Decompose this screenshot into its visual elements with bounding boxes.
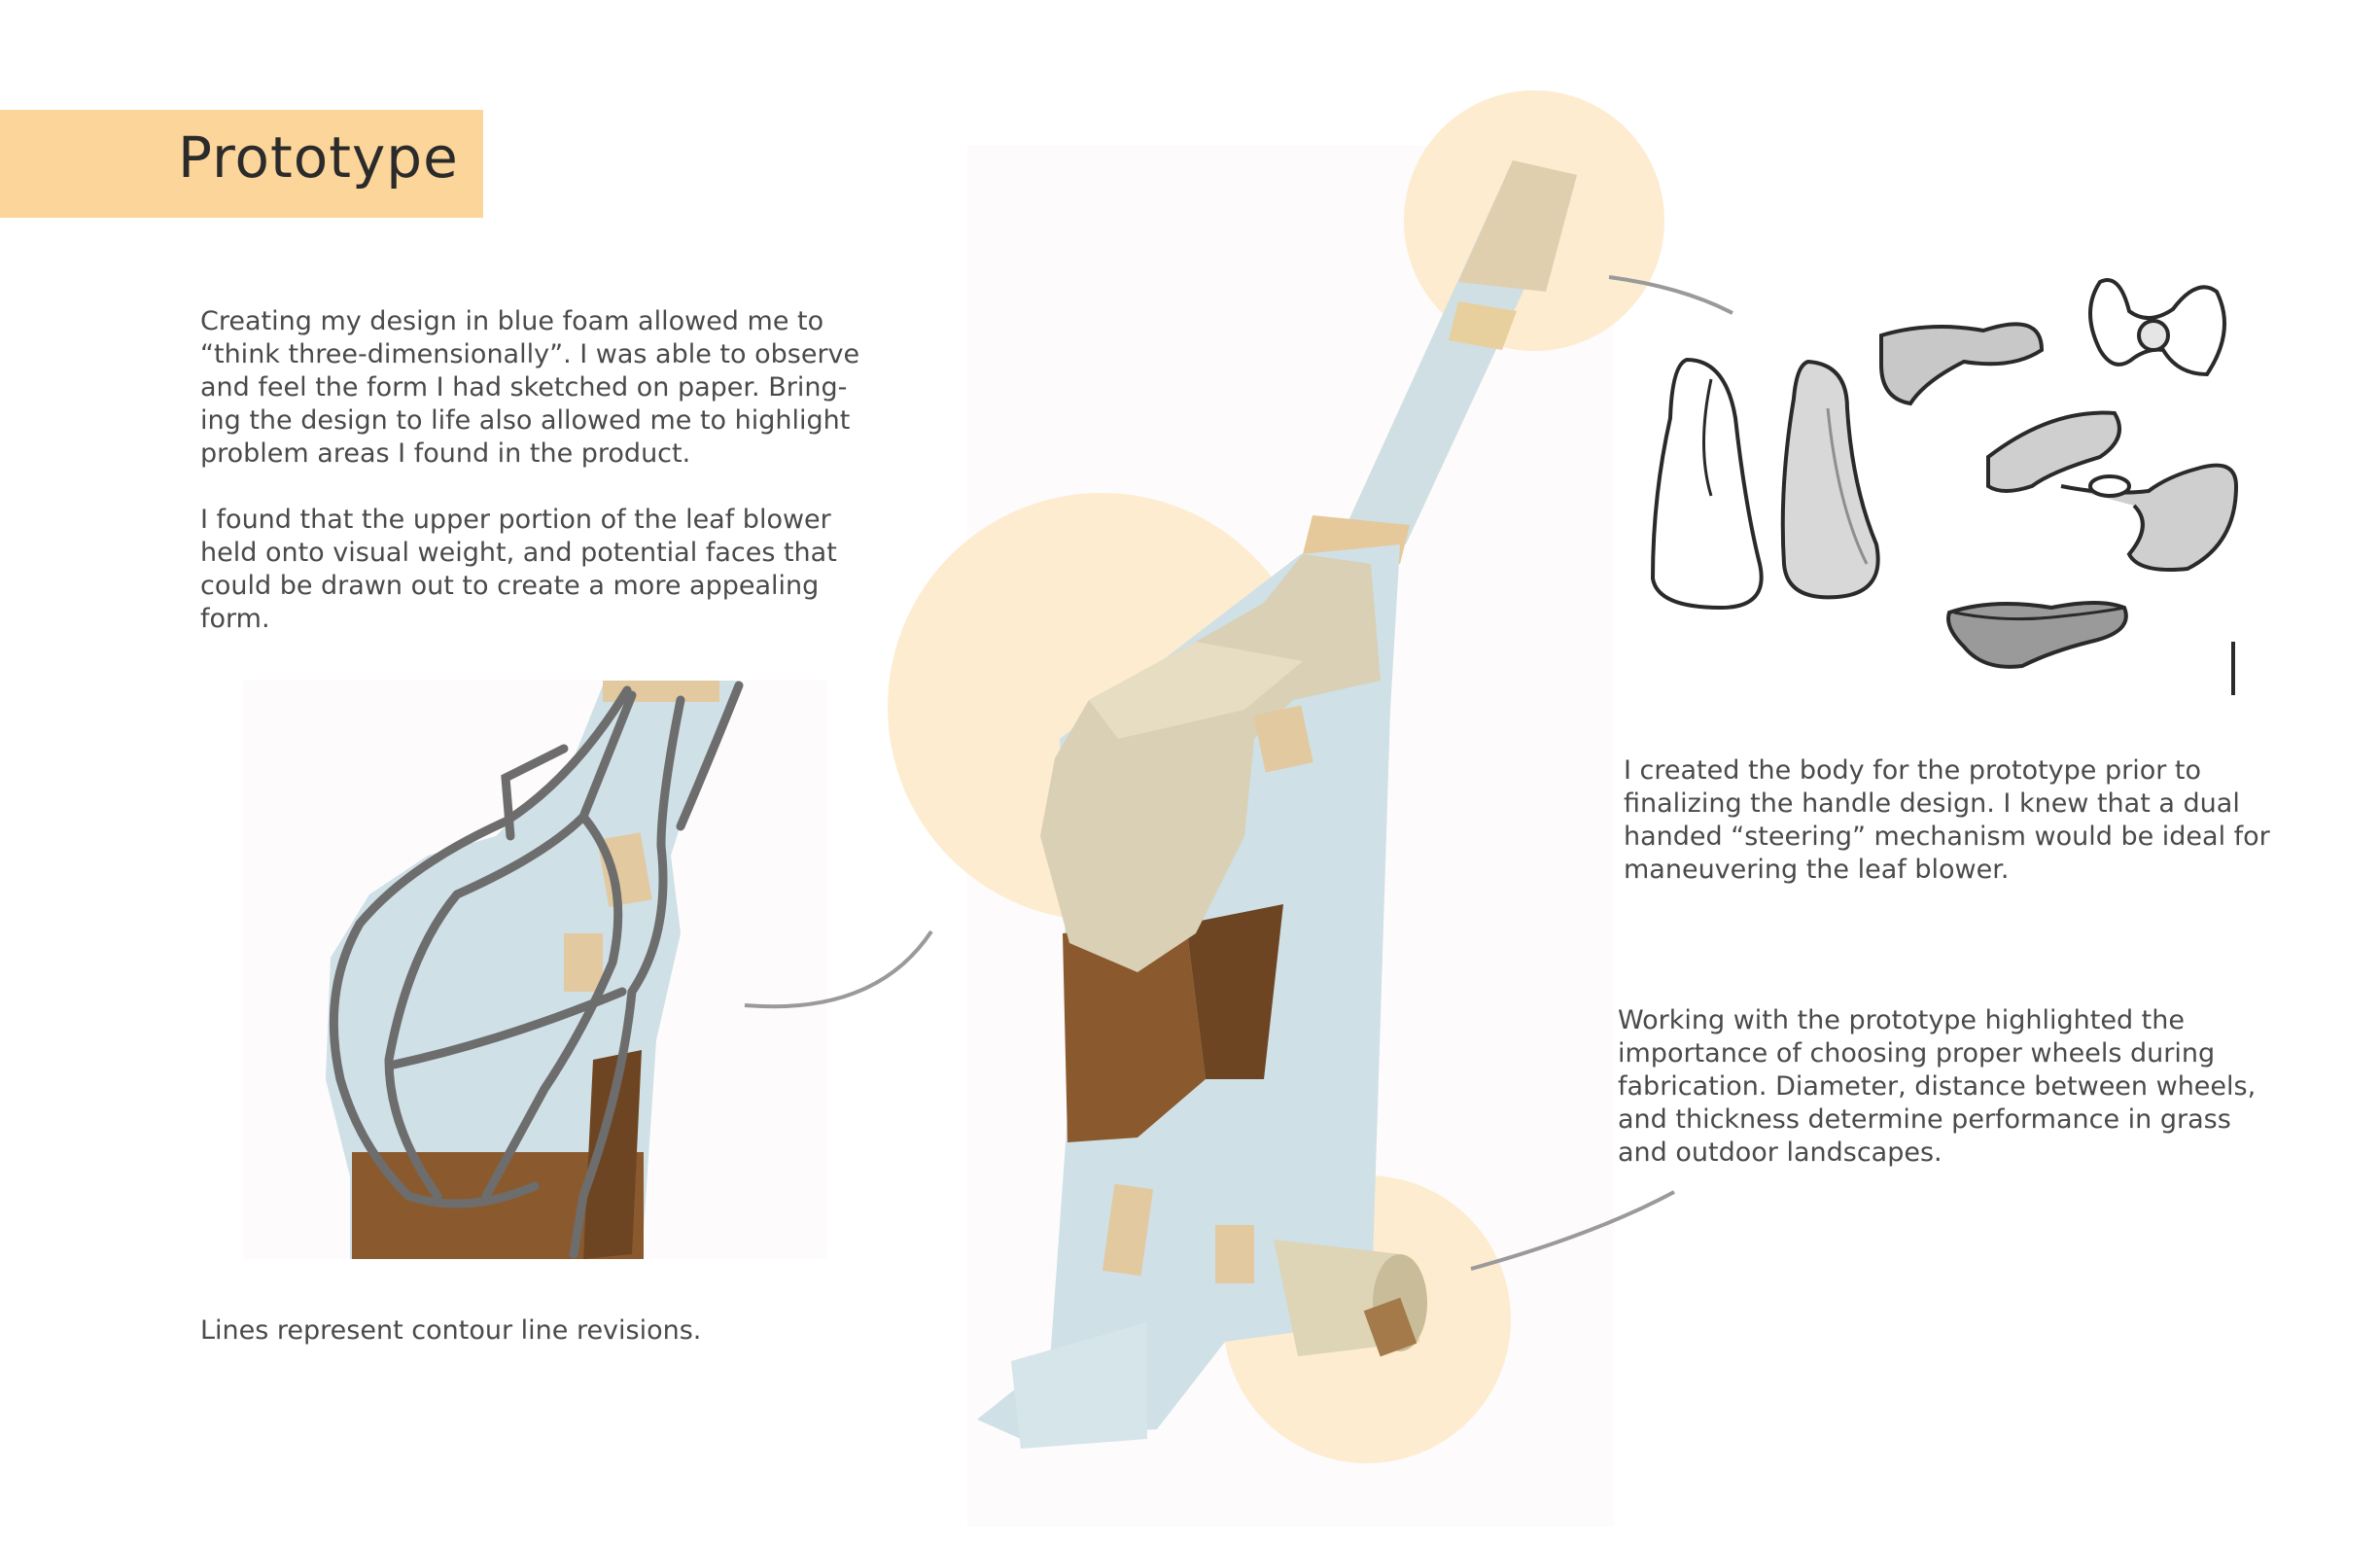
- cardboard-core: [1063, 924, 1206, 1142]
- intro-paragraph-2: I found that the upper portion of the le…: [200, 505, 837, 634]
- page-title: Prototype: [178, 124, 459, 191]
- contour-caption: Lines represent contour line revisions.: [200, 1315, 702, 1346]
- handle-sketch-3: [1879, 322, 2045, 406]
- detail-photo: [326, 681, 744, 1259]
- intro-text: Creating my design in blue foam allowed …: [200, 305, 871, 636]
- prototype-photo: [977, 160, 1577, 1449]
- handle-connector-line: [1608, 275, 1733, 315]
- handle-note: I created the body for the prototype pri…: [1624, 755, 2270, 885]
- wheel-note: Working with the prototype highlighted t…: [1618, 1005, 2257, 1168]
- body-connector-line: [744, 929, 933, 1009]
- title-banner: [0, 110, 483, 218]
- handle-sketch-5: [1986, 410, 2121, 493]
- foam-head: [1040, 554, 1381, 972]
- contour-lines: [329, 681, 744, 1259]
- handle-sketch-2: [1780, 359, 1880, 600]
- handle-sketches: [1650, 278, 2239, 695]
- wheel-connector-line: [1470, 1190, 1675, 1271]
- intro-paragraph-1: Creating my design in blue foam allowed …: [200, 306, 860, 469]
